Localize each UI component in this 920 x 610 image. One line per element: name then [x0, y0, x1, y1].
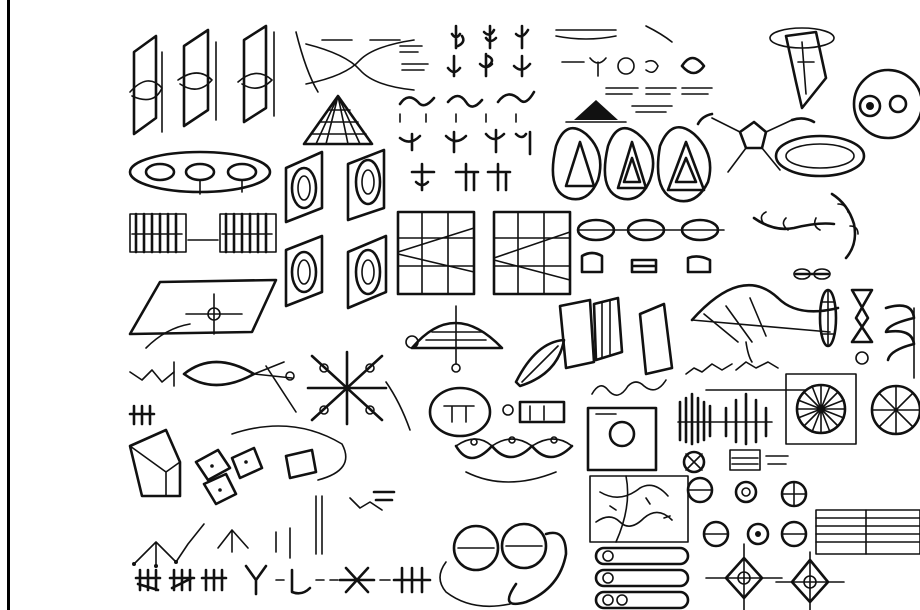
striped-box-1 [130, 214, 186, 252]
concentric-circles-sketch [854, 70, 920, 138]
bottom-symbol-row [136, 566, 430, 594]
domino-cluster-sketch [196, 426, 346, 504]
cross-star-sketch-1 [706, 544, 782, 610]
beaded-circle-row-1 [688, 478, 806, 506]
branch-sketch-1 [130, 362, 174, 386]
triangle-blob-2 [605, 128, 653, 199]
bracket-sketch [316, 492, 394, 554]
spoked-wheel-sketch [872, 386, 920, 434]
symbol-row-3 [400, 92, 672, 122]
lens-chain-sketch [578, 220, 724, 240]
tilted-frame-sketch-2 [178, 30, 216, 126]
dome-protractor-sketch [406, 306, 502, 372]
ring-frame-4 [348, 236, 386, 308]
cross-star-sketch-2 [776, 552, 844, 610]
symbol-row-5 [412, 164, 510, 190]
crossing-curves-sketch [306, 40, 414, 90]
target-box-sketch [588, 408, 656, 470]
linked-rings-sketch [440, 524, 566, 606]
grid-panel-2 [494, 212, 570, 294]
small-device-row [582, 253, 710, 272]
tree-diagram-1 [132, 524, 204, 568]
zigzag-lines-sketch [592, 362, 806, 395]
symbol-row-2 [402, 54, 712, 94]
plane-crosshair-sketch [130, 280, 276, 348]
sunburst-box-sketch [786, 374, 856, 444]
hanging-chain-sketch [754, 194, 858, 279]
left-border-line [7, 0, 10, 610]
tilted-frame-sketch-1 [130, 36, 162, 134]
triangle-blob-1 [553, 128, 600, 199]
ring-frame-1 [286, 152, 322, 222]
hourglass-sketch [852, 290, 872, 364]
cup-row-sketch [456, 437, 572, 482]
striped-box-2 [188, 214, 276, 252]
chain-loop-sketch [776, 136, 864, 176]
pentagon-network-sketch [698, 114, 814, 172]
folded-strip-sketch [560, 298, 672, 374]
sketch-drawing [126, 22, 920, 610]
ring-frame-2 [348, 150, 384, 220]
cone-on-disc-sketch [770, 28, 834, 108]
starburst-dots-sketch [308, 352, 410, 430]
small-symbol-cluster [684, 450, 788, 472]
ring-row-sketch [130, 152, 270, 194]
cube-sketch [130, 430, 180, 496]
shield-pair-sketch [430, 388, 564, 436]
symbol-row-4 [400, 130, 530, 154]
pyramid-web-sketch [296, 32, 372, 144]
loop-curve-sketch [184, 362, 296, 412]
symbol-row-1 [400, 26, 672, 52]
comb-sketch [678, 394, 772, 444]
leaf-sketch [516, 340, 564, 386]
map-area-sketch [590, 476, 688, 542]
triangle-blob-3 [658, 127, 710, 201]
sketch-sheet [126, 22, 920, 610]
wave-surface-sketch [692, 285, 838, 362]
spiral-stair-sketch [886, 306, 914, 378]
beaded-circle-row-2 [704, 522, 806, 546]
lozenge-row-sketch [596, 548, 688, 608]
striped-slab-sketch [816, 510, 920, 554]
grid-panel-1 [398, 212, 474, 294]
hash-mark-sketch [130, 406, 154, 424]
tilted-frame-sketch-3 [238, 26, 274, 122]
spindle-sketch [820, 290, 836, 346]
tree-diagram-2 [218, 528, 290, 558]
ring-frame-3 [286, 236, 322, 306]
